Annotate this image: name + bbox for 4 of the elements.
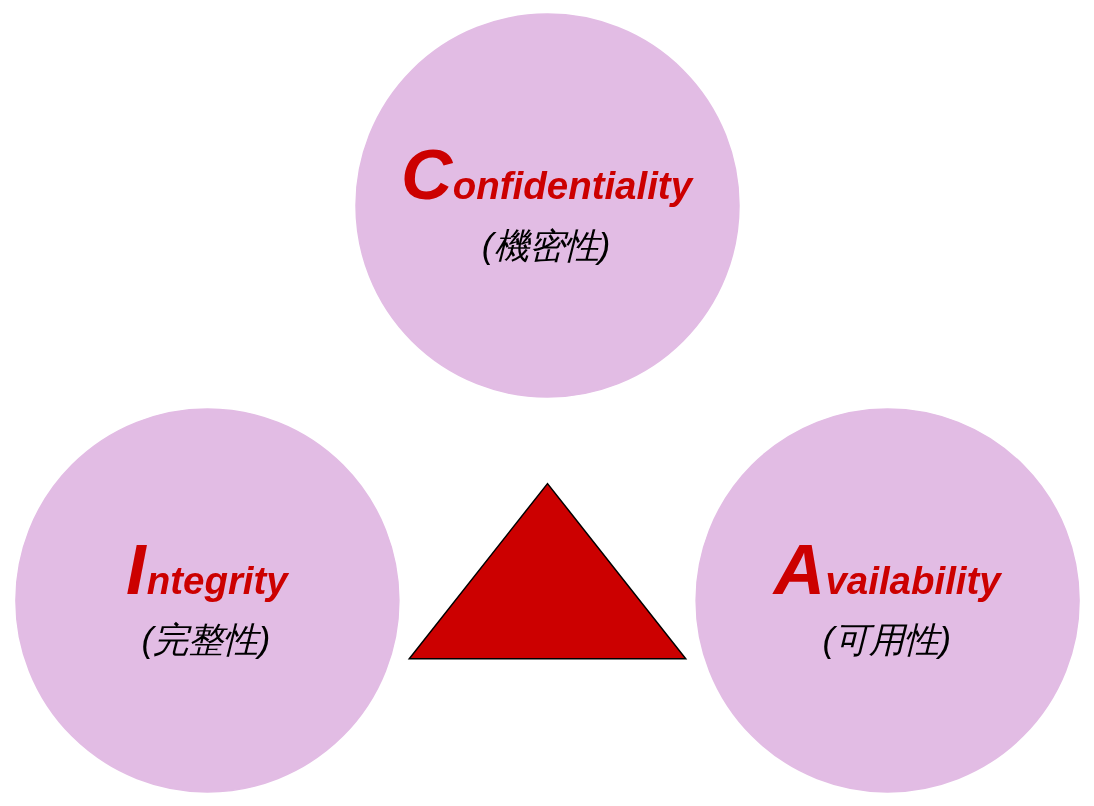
node-circle: Integrity (完整性) — [14, 408, 400, 793]
node-circle: Confidentiality (機密性) — [354, 13, 740, 398]
node-triangle — [407, 482, 687, 660]
node-circle: Availability (可用性) — [694, 408, 1080, 793]
